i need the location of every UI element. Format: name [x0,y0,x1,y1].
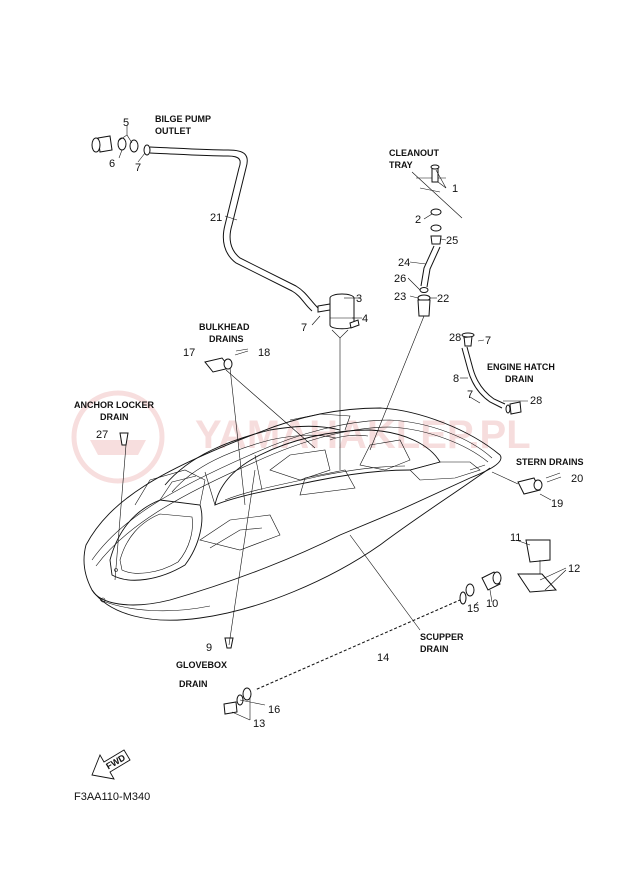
watermark-text: YAMAHAKLEP.PL [195,413,531,457]
part-number-28: 28 [449,332,461,344]
label-engine-hatch-drain-2: DRAIN [505,374,534,384]
part-number-20: 20 [571,473,583,485]
part-number-16: 16 [268,704,280,716]
boat-hull [83,407,502,621]
label-scupper-drain-1: SCUPPER [420,632,464,642]
bulkhead-drain-part [204,348,249,373]
label-stern-drains: STERN DRAINS [516,457,584,467]
label-scupper-drain-2: DRAIN [420,644,449,654]
section-labels: BILGE PUMP OUTLET CLEANOUT TRAY BULKHEAD… [74,114,584,689]
part-number-7: 7 [467,389,473,401]
part-number-10: 10 [486,598,498,610]
part-number-13: 13 [253,718,265,730]
part-number-7: 7 [135,162,141,174]
label-glovebox-drain-1: GLOVEBOX [176,660,227,670]
label-cleanout-tray-2: TRAY [389,160,413,170]
label-cleanout-tray-1: CLEANOUT [389,148,439,158]
part-number-5: 5 [123,117,129,129]
label-bulkhead-drains-1: BULKHEAD [199,322,250,332]
label-bilge-pump-outlet-2: OUTLET [155,126,191,136]
engine-hatch-drain-hose [461,332,522,415]
scupper-drain-hose [223,539,558,715]
part-number-15: 15 [467,603,479,615]
part-number-2: 2 [415,214,421,226]
diagram-code: F3AA110-M340 [74,791,150,803]
part-number-22: 22 [437,293,449,305]
label-bulkhead-drains-2: DRAINS [209,334,244,344]
part-number-26: 26 [394,273,406,285]
part-number-21: 21 [210,212,222,224]
stern-drain-part [517,472,562,495]
label-anchor-locker-drain-2: DRAIN [100,412,129,422]
part-number-9: 9 [206,642,212,654]
part-number-23: 23 [394,291,406,303]
label-bilge-pump-outlet-1: BILGE PUMP [155,114,211,124]
label-glovebox-drain-2: DRAIN [179,679,208,689]
bilge-pump-hose [149,146,319,312]
anchor-locker-drain-part [119,432,129,446]
part-number-7: 7 [485,335,491,347]
part-number-28: 28 [530,395,542,407]
part-number-25: 25 [446,235,458,247]
part-number-3: 3 [356,293,362,305]
part-numbers: 5 6 7 21 3 4 7 1 2 25 24 26 23 22 28 7 8… [96,117,583,730]
part-number-4: 4 [362,313,368,325]
part-number-24: 24 [398,257,410,269]
part-number-12: 12 [568,563,580,575]
part-number-1: 1 [452,183,458,195]
bilge-pump [317,293,360,339]
part-number-8: 8 [453,373,459,385]
part-number-18: 18 [258,347,270,359]
part-number-14: 14 [377,652,389,664]
part-number-17: 17 [183,347,195,359]
fwd-arrow-icon: FWD [91,749,131,780]
part-number-11: 11 [510,532,521,544]
part-number-27: 27 [96,429,108,441]
label-engine-hatch-drain-1: ENGINE HATCH [487,362,555,372]
leader-lines [114,125,567,721]
part-number-6: 6 [109,158,115,170]
part-number-7: 7 [301,322,307,334]
part-number-19: 19 [551,498,563,510]
label-anchor-locker-drain-1: ANCHOR LOCKER [74,400,154,410]
